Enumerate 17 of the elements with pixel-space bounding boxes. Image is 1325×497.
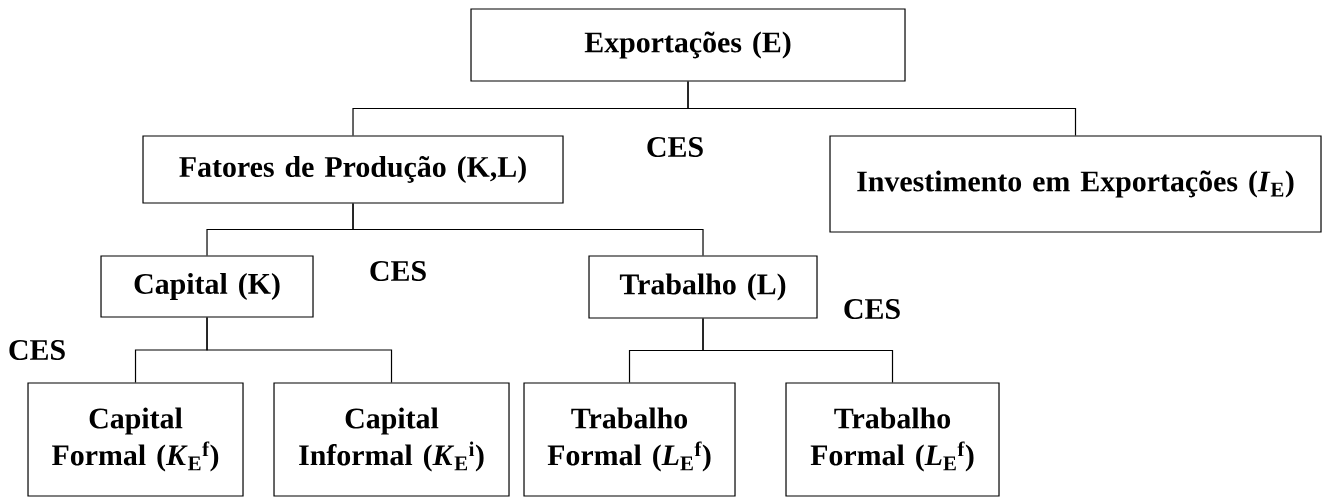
connector-line [687, 81, 1077, 136]
connector-line [206, 317, 393, 383]
label: CES [9, 339, 65, 361]
text-box: Investimento em Exportações (I$_{E}$) [829, 135, 1322, 233]
text-box: Trabalho Formal (L$_{E}$$^{f}$) [785, 382, 1000, 497]
label: CES [647, 136, 703, 158]
text-box: Capital Formal (K$_{E}$$^{f}$) [27, 382, 244, 497]
connector-line [352, 203, 704, 256]
text-box: Capital Informal (K$_{E}$$^{i}$) [273, 382, 510, 497]
text-box: Exportações (E) [470, 8, 906, 82]
text-box: Capital (K) [100, 255, 314, 318]
text-box: Fatores de Produção (K,L) [142, 135, 564, 204]
text-box: Trabalho Formal (L$_{E}$$^{f}$) [523, 382, 736, 497]
connector-line [702, 318, 894, 383]
label: CES [844, 298, 900, 320]
text-box: Trabalho (L) [588, 255, 818, 319]
label: CES [370, 260, 426, 282]
